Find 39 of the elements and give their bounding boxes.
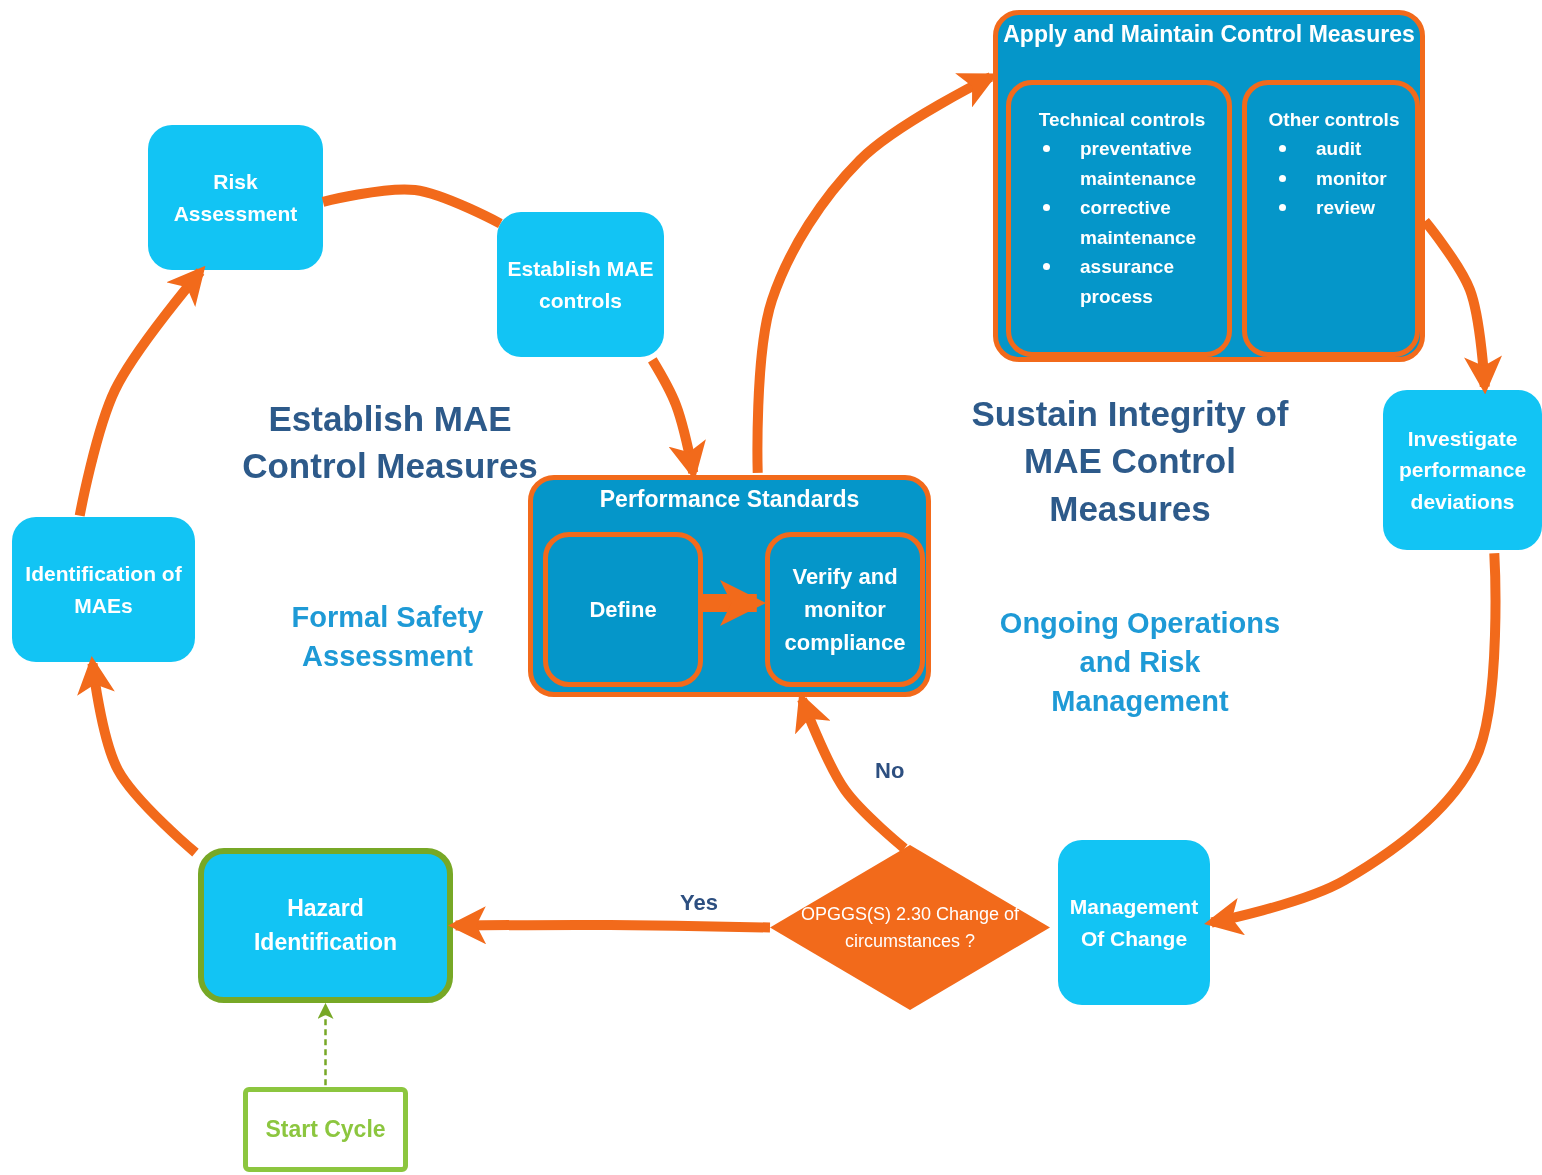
process-box [543, 532, 703, 687]
decision-text: OPGGS(S) 2.30 Change of circumstances ? [799, 903, 1021, 953]
section-title: Sustain Integrity of MAE Control Measures [970, 393, 1290, 530]
box-label: Define [589, 596, 657, 624]
start-process-box [198, 848, 453, 1003]
box-label: Management Of Change [1068, 894, 1200, 952]
arrow [74, 265, 206, 517]
box-label: Identification of MAEs [24, 561, 183, 619]
edge-label: No [875, 758, 905, 784]
section-title: Establish MAE Control Measures [241, 398, 539, 488]
bullet-item: monitor [1316, 166, 1387, 191]
process-box [497, 212, 664, 357]
process-box [12, 517, 195, 662]
bullet-item: audit [1316, 137, 1362, 162]
process-box [1058, 840, 1210, 1005]
section-title: Formal Safety Assessment [290, 600, 485, 675]
box-label: Investigate performance deviations [1397, 425, 1528, 515]
start-box [243, 1087, 408, 1172]
box-label: Establish MAE controls [506, 256, 655, 314]
section-title: Ongoing Operations and Risk Management [998, 606, 1282, 720]
process-box [1383, 390, 1542, 550]
group-panel [1006, 80, 1232, 357]
arrow [1204, 552, 1501, 936]
edge-label: Yes [680, 890, 718, 916]
panel-heading: Performance Standards [599, 486, 860, 513]
panel-heading: Technical controls [1038, 108, 1206, 132]
box-label: Verify and monitor compliance [783, 563, 907, 657]
box-label: Start Cycle [265, 1116, 386, 1143]
panel-heading: Other controls [1268, 108, 1400, 132]
box-label: Hazard Identification [252, 894, 399, 957]
box-label: Risk Assessment [172, 169, 299, 227]
process-box [148, 125, 323, 270]
bullet-item: review [1316, 196, 1376, 221]
arrow [317, 1002, 334, 1086]
panel-heading: Apply and Maintain Control Measures [1003, 21, 1415, 48]
arrow [77, 655, 199, 857]
process-box [765, 532, 925, 687]
group-panel [993, 10, 1425, 362]
bullet-item: assurance process [1080, 255, 1175, 309]
